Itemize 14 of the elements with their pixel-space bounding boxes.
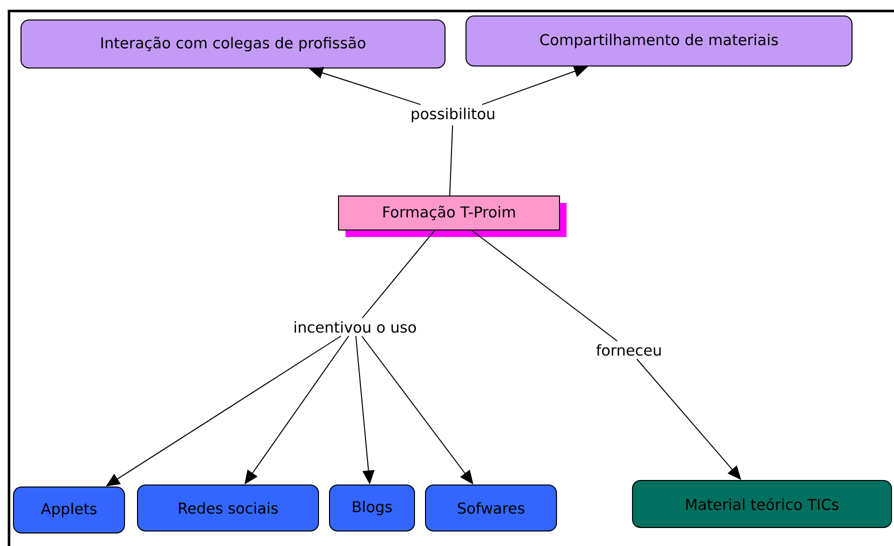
concept-box: Applets	[13, 486, 125, 534]
concept-box: Formação T-Proim	[338, 196, 566, 237]
connector-line	[472, 230, 618, 342]
concept-box: Redes sociais	[137, 484, 319, 532]
concept-box: Compartilhamento de materiais	[466, 16, 852, 66]
concept-box: Interação com colegas de profissão	[20, 20, 446, 68]
concept-box: Material teórico TICs	[632, 480, 892, 528]
concept-box: Sofwares	[425, 484, 557, 532]
linking-phrase: possibilitou	[407, 104, 499, 126]
connector-line	[449, 124, 454, 196]
linking-phrase: forneceu	[592, 341, 666, 359]
connector-line	[362, 230, 436, 318]
linking-phrase: incentivou o uso	[290, 318, 420, 336]
concept-box: Blogs	[329, 484, 415, 532]
